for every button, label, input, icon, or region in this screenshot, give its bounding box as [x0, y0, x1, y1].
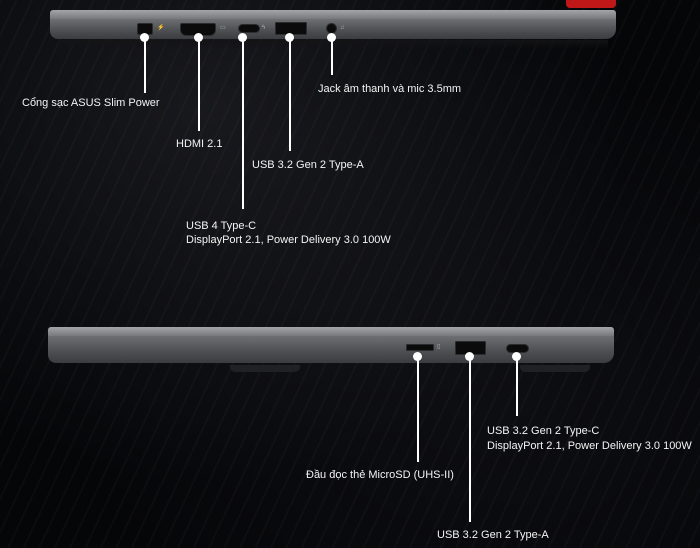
leader-line-hdmi	[198, 37, 200, 131]
label-usb4: USB 4 Type-C	[186, 220, 257, 232]
hdmi-symbol-icon: ▭	[220, 25, 226, 31]
usb-c-port-icon	[238, 24, 260, 33]
leader-line-usb4	[242, 37, 244, 209]
leader-line-microsd	[417, 356, 419, 462]
leader-line-usb-a-bottom	[469, 356, 471, 522]
label-usb-c-right-detail: DisplayPort 2.1, Power Delivery 3.0 100W	[487, 440, 692, 452]
leader-line-audio	[331, 37, 333, 75]
sd-symbol-icon: ▯	[437, 344, 441, 350]
label-power-port: Cổng sạc ASUS Slim Power	[22, 97, 160, 109]
laptop-foot-left	[230, 365, 300, 372]
label-audio-jack: Jack âm thanh và mic 3.5mm	[318, 83, 462, 95]
headset-symbol-icon: ♫	[340, 25, 345, 31]
laptop-red-accent	[566, 0, 616, 8]
label-usb-a-left: USB 3.2 Gen 2 Type-A	[252, 159, 364, 171]
label-usb4-detail: DisplayPort 2.1, Power Delivery 3.0 100W	[186, 234, 391, 246]
label-usb-a-right: USB 3.2 Gen 2 Type-A	[437, 529, 549, 541]
laptop-lid	[48, 327, 614, 336]
label-usb-c-right: USB 3.2 Gen 2 Type-C	[487, 425, 600, 437]
label-microsd: Đầu đọc thẻ MicroSD (UHS-II)	[306, 469, 454, 481]
leader-line-usb-a-top	[289, 37, 291, 151]
leader-line-usb-c-bottom	[516, 356, 518, 416]
leader-line-power	[144, 37, 146, 93]
thunderbolt-symbol-icon: ϟ	[262, 25, 266, 31]
power-symbol-icon: ⚡	[157, 25, 165, 31]
laptop-foot-right	[520, 365, 590, 372]
laptop-lid	[50, 10, 616, 19]
laptop-shadow	[58, 40, 608, 49]
label-hdmi: HDMI 2.1	[176, 138, 223, 150]
laptop-right-side	[48, 327, 614, 366]
laptop-base	[48, 336, 614, 363]
microsd-slot-icon	[406, 344, 434, 351]
